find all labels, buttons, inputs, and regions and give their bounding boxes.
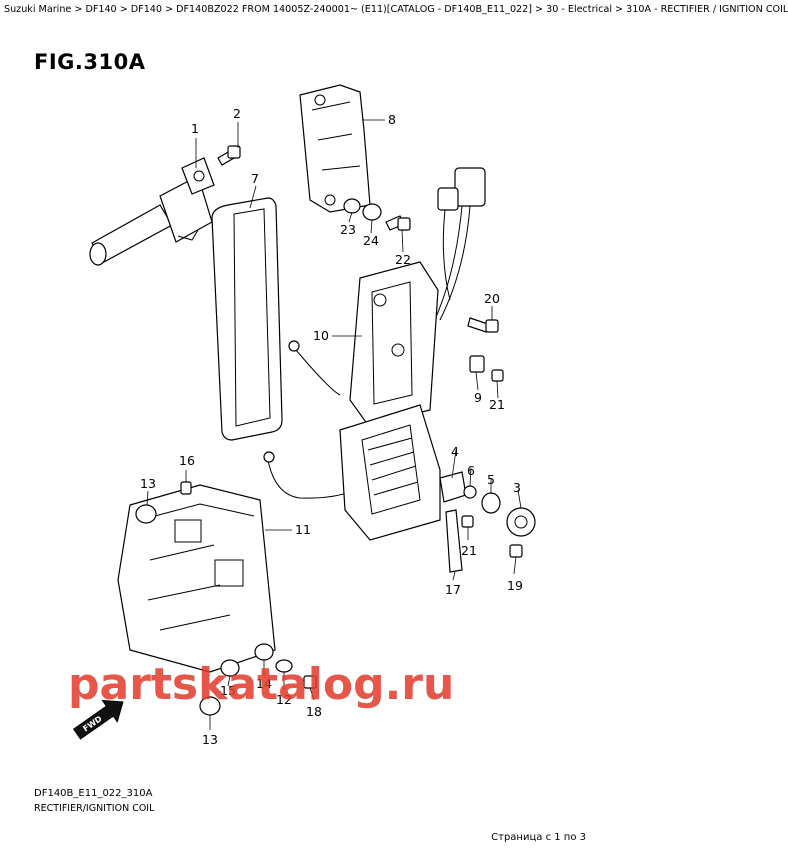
figure-title: FIG.310A [34, 50, 146, 74]
callout-6: 6 [467, 463, 475, 478]
callout-13-lower: 13 [202, 732, 218, 747]
parts-diagram: 1 2 7 8 23 24 22 20 10 9 21 4 6 5 3 16 1… [68, 84, 536, 747]
callout-5: 5 [487, 472, 495, 487]
callout-12: 12 [276, 692, 292, 707]
callout-24: 24 [363, 233, 379, 248]
plate-4[interactable] [439, 471, 467, 503]
callout-4: 4 [451, 444, 459, 459]
callout-16: 16 [179, 453, 195, 468]
gasket[interactable] [211, 197, 283, 441]
callout-21-upper: 21 [489, 397, 505, 412]
leader-lines [146, 119, 522, 730]
callout-8: 8 [388, 112, 396, 127]
bolt[interactable] [217, 145, 241, 166]
callout-22: 22 [395, 252, 411, 267]
screw[interactable] [385, 215, 411, 231]
strap-17[interactable] [445, 509, 463, 573]
callout-2: 2 [233, 106, 241, 121]
ignition-coil[interactable] [89, 157, 215, 266]
callout-14: 14 [256, 676, 272, 691]
junction-box[interactable] [117, 484, 276, 673]
figure-code: DF140B_E11_022_310A [34, 788, 153, 799]
bracket[interactable] [299, 84, 371, 213]
grommet-14[interactable] [254, 643, 274, 661]
callout-13-upper: 13 [140, 476, 156, 491]
callout-15: 15 [220, 683, 236, 698]
callout-3: 3 [513, 480, 521, 495]
callout-11: 11 [295, 522, 311, 537]
bolt-21-upper[interactable] [491, 369, 504, 382]
callout-7: 7 [251, 171, 259, 186]
grommet-sleeve[interactable] [362, 203, 382, 221]
callout-19: 19 [507, 578, 523, 593]
grommet[interactable] [343, 198, 361, 214]
figure-name: RECTIFIER/IGNITION COIL [34, 803, 155, 814]
callout-1: 1 [191, 121, 199, 136]
callout-9: 9 [474, 390, 482, 405]
callout-10: 10 [313, 328, 329, 343]
bolt-20[interactable] [467, 317, 499, 333]
cap-16[interactable] [180, 481, 192, 495]
bolt-19[interactable] [509, 544, 523, 558]
module-bracket[interactable] [349, 261, 439, 426]
callout-20: 20 [484, 291, 500, 306]
watermark: partskatalog.ru [68, 659, 454, 710]
bolt-21-lower[interactable] [461, 515, 474, 528]
callout-17: 17 [445, 582, 461, 597]
callout-21-lower: 21 [461, 543, 477, 558]
page-indicator: Страница с 1 по 3 [491, 832, 586, 843]
coil-connector[interactable] [429, 167, 486, 331]
cap-5[interactable] [481, 492, 501, 514]
callout-23: 23 [340, 222, 356, 237]
callout-18: 18 [306, 704, 322, 719]
cap-3[interactable] [506, 507, 536, 537]
rectifier[interactable] [339, 404, 441, 541]
grommet-13-upper[interactable] [135, 504, 157, 524]
breadcrumb: Suzuki Marine > DF140 > DF140 > DF140BZ0… [4, 4, 788, 15]
clip-9[interactable] [469, 355, 485, 373]
